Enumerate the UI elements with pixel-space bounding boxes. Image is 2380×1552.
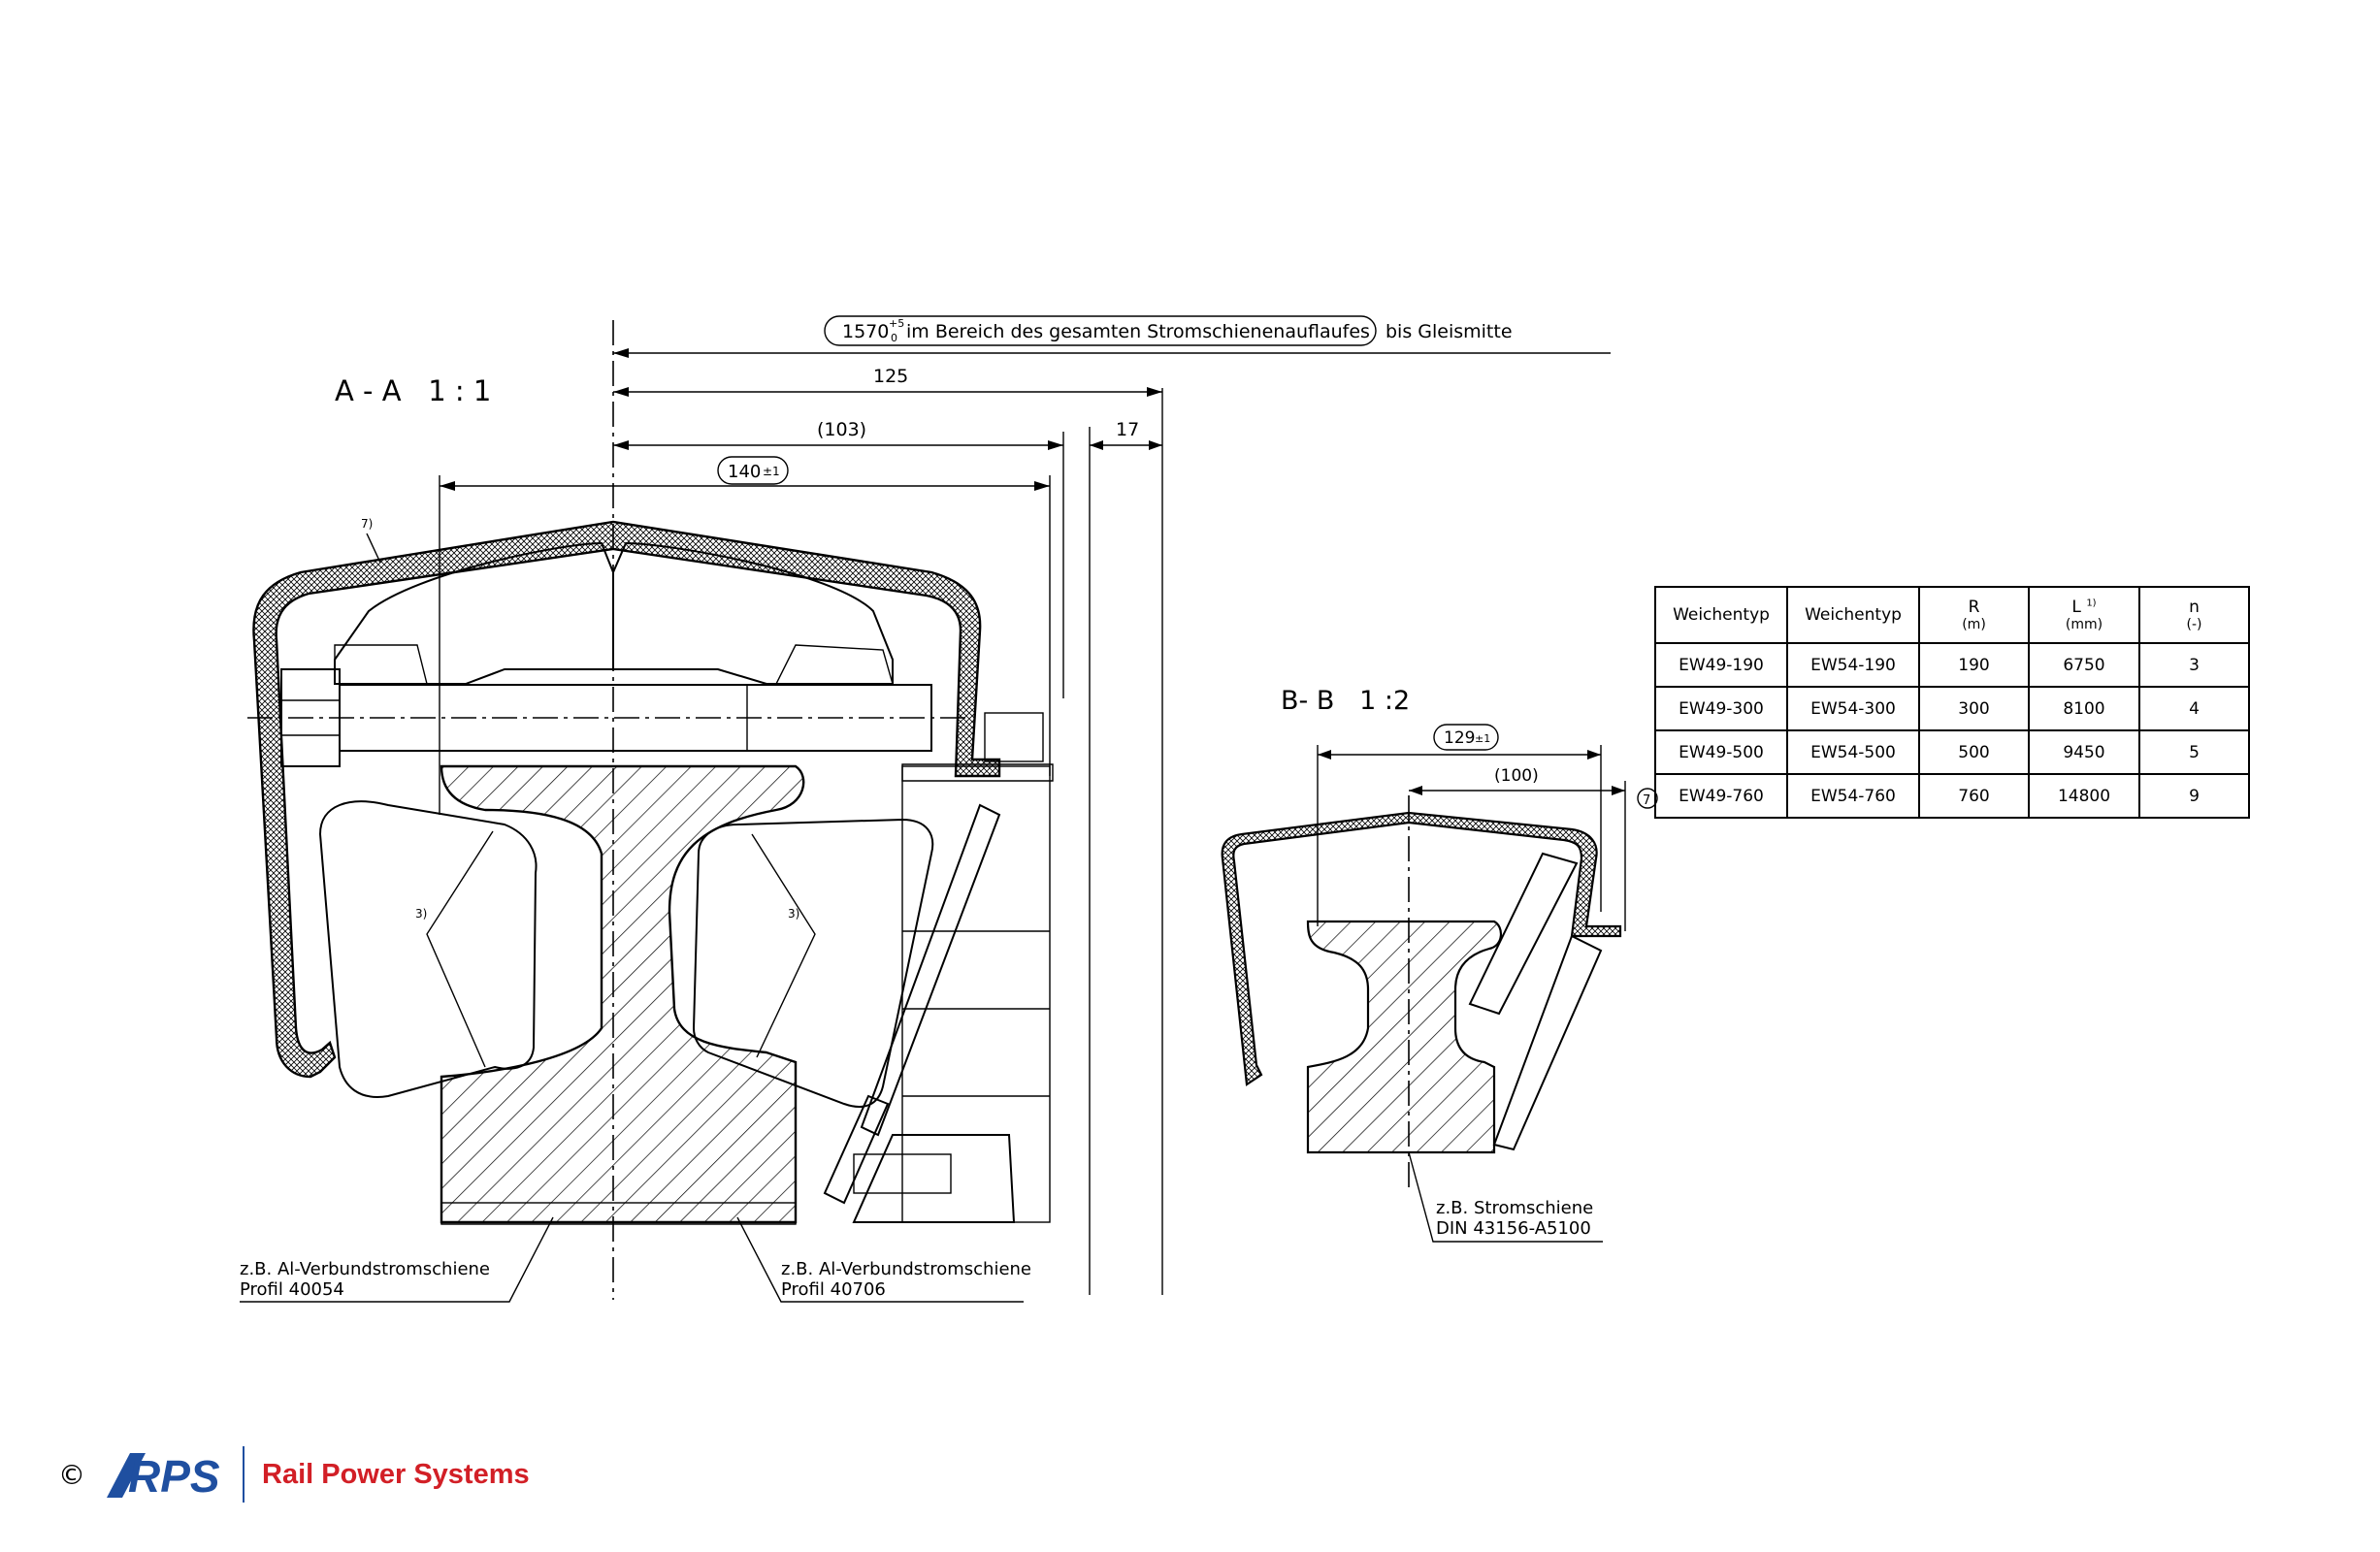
table-header-cell: n (-) (2138, 586, 2250, 644)
aa-label-right: z.B. Al-Verbundstromschiene Profil 40706 (736, 1216, 1031, 1303)
rps-logo: RPS (103, 1447, 229, 1502)
header-r: R (1968, 598, 1980, 617)
header-r-unit: (m) (1962, 617, 1986, 632)
dim-125: 125 (613, 366, 1162, 397)
aa-label-right-line2: Profil 40706 (781, 1279, 886, 1300)
table-cell: 760 (1918, 773, 2030, 819)
header-l-unit: (mm) (2065, 617, 2103, 632)
table-cell: EW54-760 (1786, 773, 1920, 819)
dim-140: 140 ±1 (439, 456, 1051, 815)
aa-rail (440, 764, 805, 1224)
table-row: EW49-190 EW54-190 190 6750 3 (1654, 642, 2250, 688)
aa-label-left-line2: Profil 40054 (240, 1279, 344, 1300)
bb-rail (1306, 920, 1502, 1154)
dim-track-frame (824, 315, 1377, 346)
table-header-cell: L 1) (mm) (2028, 586, 2140, 644)
table-cell: 6750 (2028, 642, 2140, 688)
table-header-cell: Weichentyp (1654, 586, 1788, 644)
header-l: L (2071, 598, 2081, 617)
table-cell: EW54-190 (1786, 642, 1920, 688)
copyright-symbol: © (58, 1458, 85, 1491)
section-aa-title: A - A 1 : 1 (335, 374, 491, 407)
spec-table: Weichentyp Weichentyp R (m) L 1) (mm) (1654, 586, 2250, 819)
table-cell: 190 (1918, 642, 2030, 688)
aa-label-left: z.B. Al-Verbundstromschiene Profil 40054 (240, 1216, 554, 1303)
logo-text: RPS (128, 1451, 220, 1502)
aa-pad-left (318, 800, 538, 1098)
weichen-table: Weichentyp Weichentyp R (m) L 1) (mm) (1654, 586, 2250, 819)
section-bb-title: B- B 1 :2 (1281, 686, 1410, 716)
aa-bracket (823, 712, 1054, 1223)
dim-140-label: 140 (728, 462, 761, 482)
dim-track-tol-upper: +5 (889, 317, 904, 330)
header-weichentyp-2: Weichentyp (1805, 605, 1902, 625)
aa-label-right-line1: z.B. Al-Verbundstromschiene (781, 1259, 1031, 1279)
footer: © RPS Rail Power Systems (58, 1443, 530, 1505)
aa-ref-3-right: 3) (788, 907, 799, 921)
table-cell: 9450 (2028, 729, 2140, 775)
dim-100: (100) 7 (1409, 766, 1658, 931)
table-cell: 8100 (2028, 686, 2140, 731)
section-aa: A - A 1 : 1 1570 +5 0 im Bereich des ges… (240, 315, 1611, 1303)
header-l-wrap: L 1) (2030, 598, 2138, 617)
aa-ref-7: 7) (361, 517, 373, 531)
table-cell: 500 (1918, 729, 2030, 775)
dim-17: 17 (1090, 419, 1162, 450)
dim-103-label: (103) (817, 419, 866, 440)
table-row: EW49-500 EW54-500 500 9450 5 (1654, 729, 2250, 775)
table-cell: 14800 (2028, 773, 2140, 819)
dim-125-label: 125 (873, 366, 908, 387)
bb-label-line1: z.B. Stromschiene (1436, 1198, 1593, 1218)
table-header-cell: R (m) (1918, 586, 2030, 644)
bb-cover (1221, 811, 1622, 1086)
header-n: n (2189, 598, 2200, 617)
dim-track-gauge: 1570 +5 0 im Bereich des gesamten Stroms… (613, 315, 1611, 358)
table-cell: EW54-500 (1786, 729, 1920, 775)
logo-separator (243, 1446, 245, 1503)
table-cell: 3 (2138, 642, 2250, 688)
rps-logo-icon: RPS (107, 1451, 220, 1502)
table-cell: EW49-190 (1654, 642, 1788, 688)
dim-track-value: 1570 (842, 321, 889, 342)
table-cell: EW49-500 (1654, 729, 1788, 775)
dim-129-tol: ±1 (1475, 732, 1490, 745)
aa-label-left-line1: z.B. Al-Verbundstromschiene (240, 1259, 490, 1279)
dim-track-text: im Bereich des gesamten Stromschienenauf… (906, 321, 1370, 342)
dim-140-tol: ±1 (763, 465, 780, 478)
aa-ref-3-left: 3) (415, 907, 427, 921)
table-cell: EW49-760 (1654, 773, 1788, 819)
dim-129: 129 ±1 (1317, 724, 1602, 926)
bb-label-line2: DIN 43156-A5100 (1436, 1218, 1591, 1239)
dim-17-label: 17 (1116, 419, 1139, 440)
table-header-cell: Weichentyp (1786, 586, 1920, 644)
dim-129-label: 129 (1444, 728, 1475, 748)
dim-track-tol-lower: 0 (891, 332, 897, 344)
bb-bracket (1492, 934, 1603, 1151)
bb-label: z.B. Stromschiene DIN 43156-A5100 (1408, 1151, 1603, 1243)
header-n-unit: (-) (2186, 617, 2202, 632)
header-l-footnote: 1) (2086, 598, 2097, 609)
header-weichentyp-1: Weichentyp (1673, 605, 1770, 625)
brand-name: Rail Power Systems (262, 1458, 530, 1490)
table-cell: 5 (2138, 729, 2250, 775)
bb-ref-7: 7 (1643, 793, 1650, 808)
table-cell: 9 (2138, 773, 2250, 819)
table-cell: 4 (2138, 686, 2250, 731)
aa-cover-hood (252, 520, 1001, 1079)
dim-103: (103) (613, 419, 1064, 698)
aa-clamp-right (612, 541, 894, 685)
table-row: EW49-300 EW54-300 300 8100 4 (1654, 686, 2250, 731)
dim-track-suffix: bis Gleismitte (1386, 321, 1513, 342)
table-cell: EW49-300 (1654, 686, 1788, 731)
table-header-row: Weichentyp Weichentyp R (m) L 1) (mm) (1654, 586, 2250, 644)
table-cell: 300 (1918, 686, 2030, 731)
section-bb: B- B 1 :2 129 ±1 (100) 7 z.B. Stro (1221, 686, 1658, 1243)
dim-100-label: (100) (1494, 766, 1539, 786)
table-cell: EW54-300 (1786, 686, 1920, 731)
table-row: EW49-760 EW54-760 760 14800 9 (1654, 773, 2250, 819)
